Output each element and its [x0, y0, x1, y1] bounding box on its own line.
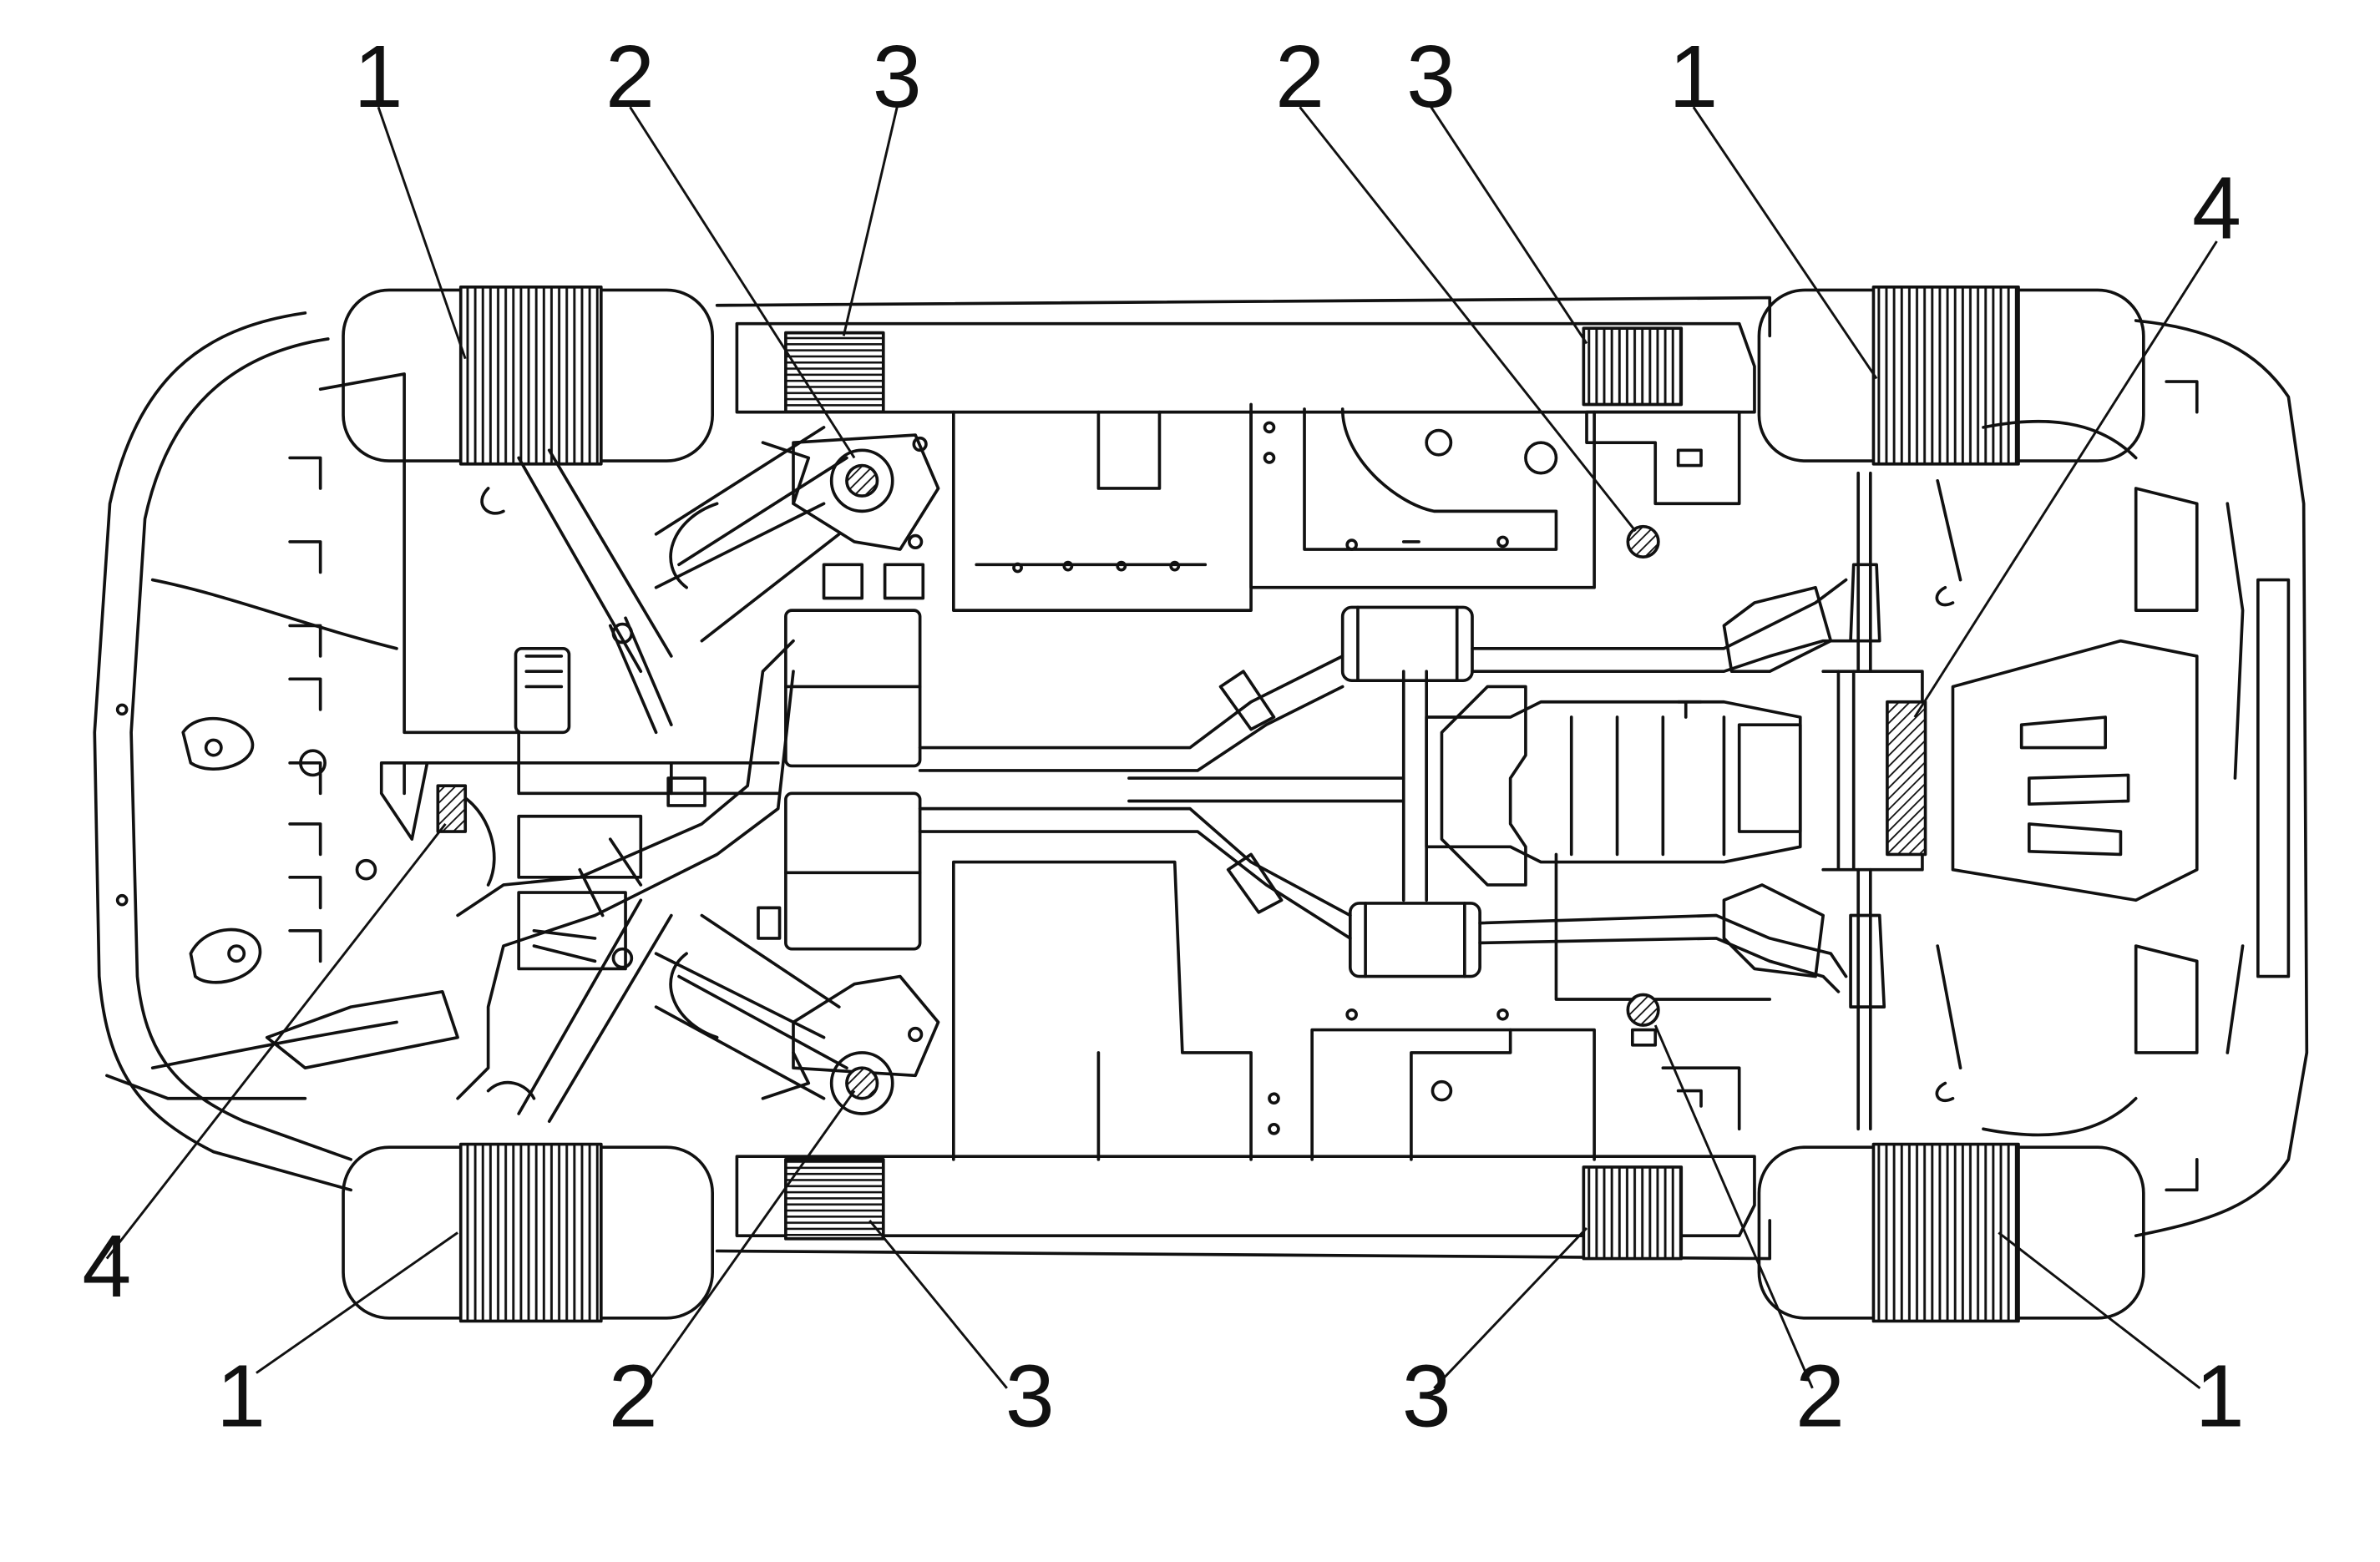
cat-converter-lower — [1349, 883, 1848, 993]
lift-pad-front-right — [784, 1157, 885, 1241]
callout-top-4: 4 — [2192, 159, 2241, 257]
strut-mount-left — [480, 426, 940, 674]
callout-bottom-2-front: 2 — [609, 1347, 658, 1446]
callout-top-3-rear: 3 — [1406, 28, 1456, 126]
lift-pad-rear-left — [1582, 326, 1684, 407]
strut-mount-right — [486, 898, 940, 1123]
callout-labels: 1 2 3 2 3 1 4 4 1 2 3 3 2 1 — [82, 28, 2244, 1445]
transmission — [1401, 670, 1802, 902]
callout-top-2-rear: 2 — [1275, 28, 1324, 126]
rear-lift-point-right — [1626, 993, 1741, 1131]
callout-top-1-rear-wheel: 1 — [1669, 28, 1718, 126]
lift-pad-rear-right — [1582, 1165, 1684, 1261]
exhaust-front-pipes — [456, 639, 795, 1100]
callout-bottom-3-front: 3 — [1005, 1347, 1055, 1446]
callout-bottom-1-rear-wheel: 1 — [2195, 1347, 2245, 1446]
callout-bottom-4: 4 — [82, 1217, 131, 1316]
exhaust-mid-pipes — [918, 655, 1405, 940]
wheel-front-left — [342, 285, 714, 466]
cat-converter-upper — [1340, 578, 1856, 682]
muffler-upper — [784, 563, 925, 768]
callout-top-2-front: 2 — [605, 28, 655, 126]
wheel-rear-left — [1757, 285, 2145, 466]
callout-top-1-wheel: 1 — [354, 28, 403, 126]
wheel-front-right — [342, 1142, 714, 1323]
callout-bottom-1-wheel: 1 — [216, 1347, 266, 1446]
wheel-rear-right — [1757, 1142, 2145, 1323]
callout-bottom-2-rear: 2 — [1795, 1347, 1845, 1446]
body-outline — [93, 296, 2309, 1261]
front-subframe — [105, 372, 520, 1100]
callout-bottom-3-rear: 3 — [1402, 1347, 1451, 1446]
rear-jack-point — [1886, 700, 1927, 857]
callout-top-3-front: 3 — [873, 28, 922, 126]
lift-pad-front-left — [784, 331, 885, 414]
front-jack-point — [436, 784, 468, 833]
rear-lift-point-left — [1585, 410, 1741, 559]
floor-panels — [952, 402, 1772, 1161]
muffler-lower — [757, 791, 922, 951]
leader-lines — [105, 106, 2218, 1390]
rear-half-shafts — [1849, 471, 1962, 1131]
